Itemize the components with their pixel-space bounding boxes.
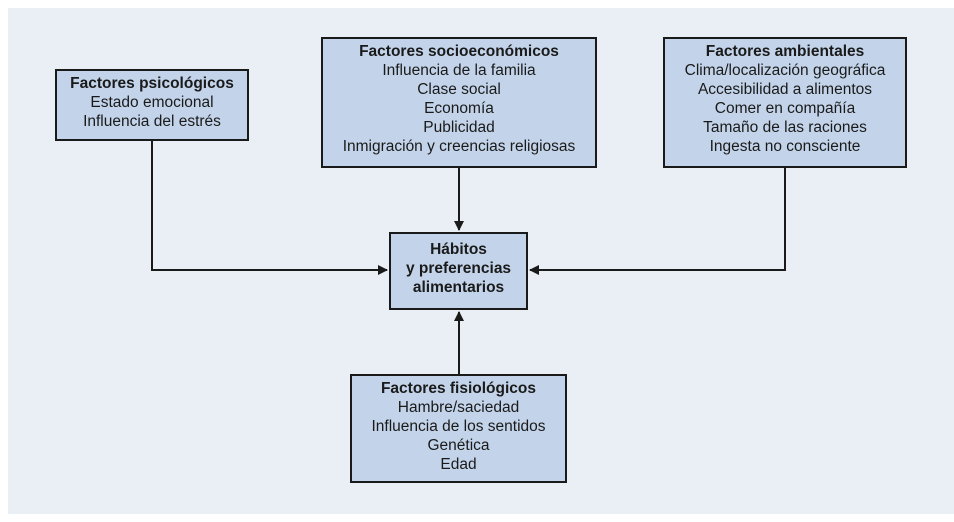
box-item: Influencia del estrés bbox=[83, 113, 221, 130]
box-habitos-centro: Hábitos y preferencias alimentarios bbox=[389, 232, 528, 310]
box-item: Clase social bbox=[417, 81, 501, 98]
box-item: Influencia de los sentidos bbox=[371, 418, 546, 435]
box-item: Influencia de la familia bbox=[382, 62, 536, 79]
center-line: y preferencias bbox=[405, 260, 512, 277]
center-line: Hábitos bbox=[430, 241, 487, 258]
box-item: Estado emocional bbox=[90, 94, 214, 111]
box-item: Publicidad bbox=[423, 119, 495, 136]
box-item: Hambre/saciedad bbox=[397, 399, 520, 416]
center-line: alimentarios bbox=[412, 279, 505, 296]
box-title: Factores socioeconómicos bbox=[359, 43, 559, 60]
box-title: Factores psicológicos bbox=[70, 75, 234, 92]
box-item: Ingesta no consciente bbox=[709, 138, 861, 155]
box-factores-fisiologicos: Factores fisiológicos Hambre/saciedad In… bbox=[350, 374, 567, 483]
box-item: Tamaño de las raciones bbox=[703, 119, 867, 136]
box-item: Accesibilidad a alimentos bbox=[697, 81, 873, 98]
box-factores-ambientales: Factores ambientales Clima/localización … bbox=[663, 37, 907, 168]
box-title: Factores fisiológicos bbox=[380, 380, 537, 397]
arrow-ambientales bbox=[529, 168, 786, 275]
box-item: Edad bbox=[440, 456, 477, 473]
box-factores-psicologicos: Factores psicológicos Estado emocional I… bbox=[55, 69, 249, 141]
arrow-psicologicos bbox=[151, 141, 388, 275]
box-item: Comer en compañía bbox=[714, 100, 856, 117]
box-item: Inmigración y creencias religiosas bbox=[342, 138, 576, 155]
box-item: Genética bbox=[427, 437, 490, 454]
box-factores-socioeconomicos: Factores socioeconómicos Influencia de l… bbox=[321, 37, 597, 168]
box-item: Clima/localización geográfica bbox=[684, 62, 886, 79]
box-title: Factores ambientales bbox=[705, 43, 865, 60]
box-item: Economía bbox=[424, 100, 494, 117]
